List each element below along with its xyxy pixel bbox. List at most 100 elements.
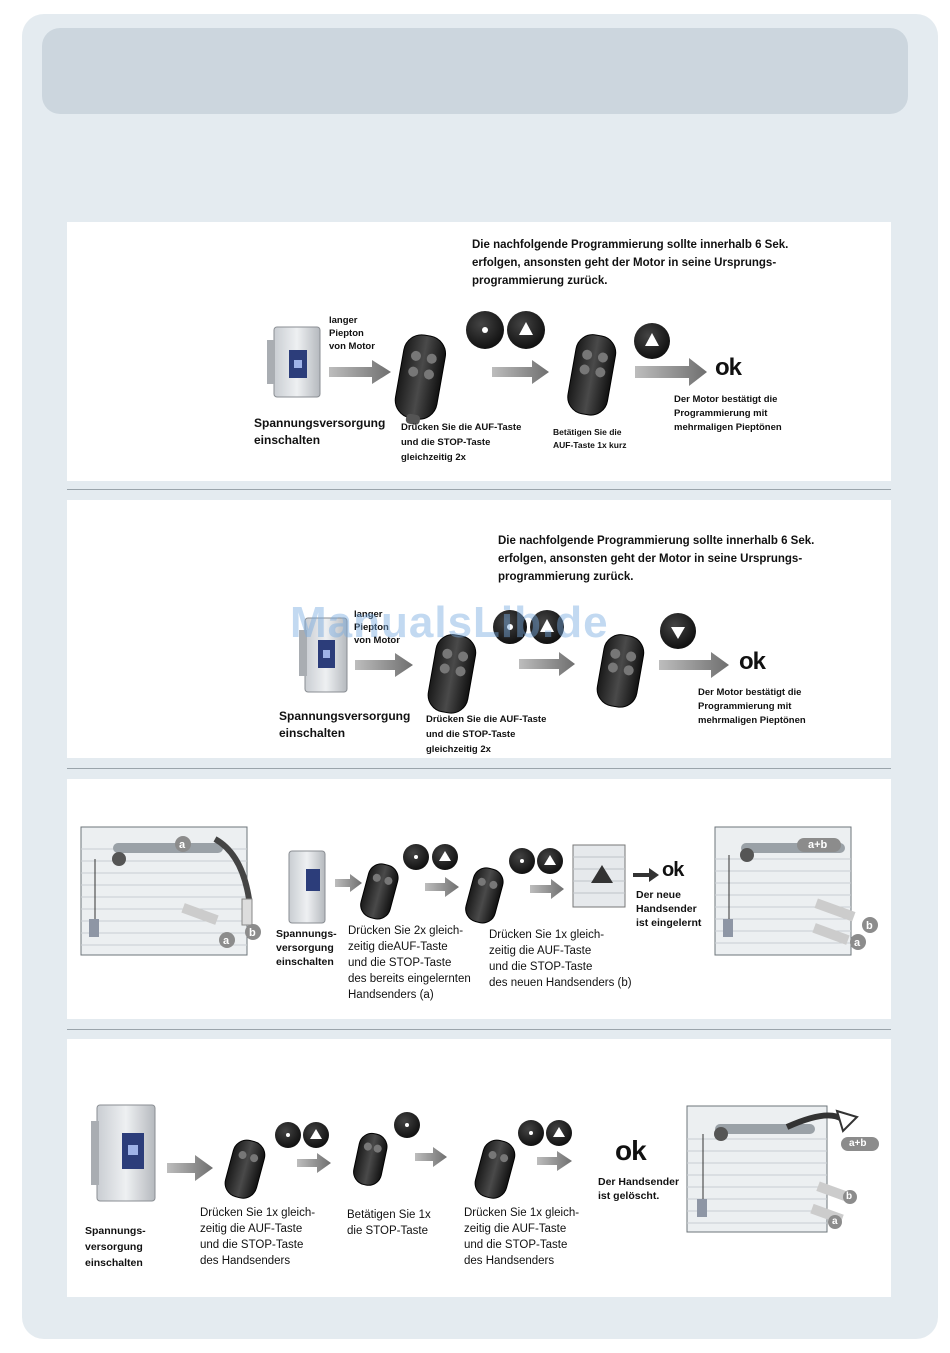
arrow-icon [492,360,549,384]
arrow-icon [297,1153,331,1173]
arrow-icon [167,1155,213,1181]
label-b-badge [843,1190,857,1204]
remote-icon [224,1139,266,1199]
roller-shutter-icon [686,1105,859,1233]
label-ab-text: a+b [849,1138,867,1149]
label-a-badge [175,836,191,852]
timing-note: Die nachfolgende Programmierung sollte i… [472,239,789,287]
arrow-icon [633,868,659,882]
up-button-icon [634,323,670,359]
stop-button-icon [493,610,527,644]
label-b-badge [245,924,261,940]
arrow-icon [659,652,729,678]
stop-button-icon [509,848,535,874]
remote-icon [465,867,504,924]
label-a-text: a [832,1216,838,1227]
step2-label: Drücken Sie 1x gleich-zeitig die AUF-Tas… [489,929,632,989]
ok-label: ok [739,648,766,675]
label-a-badge [850,934,866,950]
panel-program-1: Die nachfolgende Programmierung sollte i… [67,222,891,481]
remote-icon [567,334,617,416]
panel2-illustration [299,610,729,714]
breaker-icon [267,326,321,398]
stop-button-icon [394,1112,420,1138]
header-bar [42,28,908,114]
label-a-badge [219,932,235,948]
label-b-text: b [249,927,256,939]
stop-button-icon [403,844,429,870]
label-a-text: a [854,937,861,949]
up-button-icon [303,1122,329,1148]
watermark: ManualsLib.de [290,598,609,647]
remote-icon [353,1132,388,1186]
arrow-icon [635,358,707,386]
up-button-icon [537,848,563,874]
step3-label: Drücken Sie 1x gleich-zeitig die AUF-Tas… [464,1207,580,1267]
label-b-text: b [866,920,873,932]
divider [67,489,891,490]
stop-button-icon [518,1120,544,1146]
remote-icon [394,334,447,425]
timing-note: Die nachfolgende Programmierung sollte i… [498,535,815,583]
ok-label: ok [715,354,742,381]
remote-icon [596,634,645,708]
remote-icon [474,1139,516,1199]
breaker-icon [299,617,348,693]
arrow-icon [530,879,564,899]
arrow-icon [329,360,391,384]
arrow-icon [519,652,575,676]
step1-label: Drücken Sie 1x gleich-zeitig die AUF-Tas… [200,1207,316,1267]
panel4-illustration [91,1104,879,1233]
label-ab-badge [841,1137,879,1151]
step1-label: Drücken Sie 2x gleich-zeitig dieAUF-Tast… [348,925,471,1001]
arrow-icon [335,874,362,892]
label-ab-text: a+b [808,839,828,851]
ok-label: ok [662,859,684,881]
shutter-up-icon [572,844,626,908]
divider [67,768,891,769]
label-a-text: a [223,935,230,947]
panel1-illustration [267,311,707,425]
down-button-icon [660,613,696,649]
label-ab-badge [797,838,841,852]
ok-label: ok [615,1135,647,1166]
stop-button-icon [275,1122,301,1148]
panel-program-2: Die nachfolgende Programmierung sollte i… [67,500,891,758]
label-a-text: a [179,839,186,851]
breaker-icon [91,1104,156,1202]
up-button-icon [432,844,458,870]
arrow-icon [355,653,413,677]
arrow-icon [425,877,459,897]
label-a-badge [828,1215,842,1229]
label-b-text: b [846,1191,853,1202]
arrow-icon [415,1147,447,1167]
stop-button-icon [466,311,504,349]
remote-icon [427,634,477,714]
breaker-icon [288,850,326,924]
divider [67,1029,891,1030]
label-b-badge [862,917,878,933]
arrow-icon [537,1151,572,1171]
up-button-icon [507,311,545,349]
panel3-illustration [80,826,878,956]
up-button-icon [530,610,564,644]
remote-icon [360,863,399,920]
roller-shutter-icon [80,826,253,956]
up-button-icon [546,1120,572,1146]
